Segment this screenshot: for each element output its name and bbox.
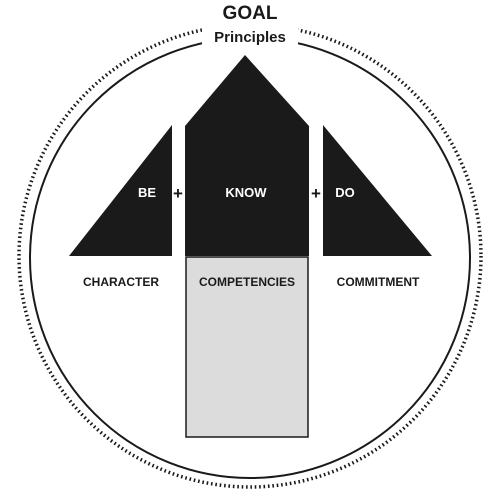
plus-operator-left: + (173, 184, 183, 203)
principles-label-backing (202, 24, 298, 47)
know-arrow-head (185, 55, 309, 256)
do-triangle (323, 125, 432, 256)
do-label: DO (335, 185, 355, 200)
be-label: BE (138, 185, 156, 200)
competencies-shaft (185, 256, 309, 438)
know-label: KNOW (225, 185, 267, 200)
principles-subtitle: Principles (214, 29, 286, 46)
goal-title: GOAL (223, 3, 278, 24)
commitment-caption: COMMITMENT (337, 275, 420, 289)
competencies-caption: COMPETENCIES (199, 275, 295, 289)
goal-label-backing (208, 0, 292, 25)
plus-operator-right: + (311, 184, 321, 203)
be-triangle (69, 125, 172, 256)
character-caption: CHARACTER (83, 275, 159, 289)
